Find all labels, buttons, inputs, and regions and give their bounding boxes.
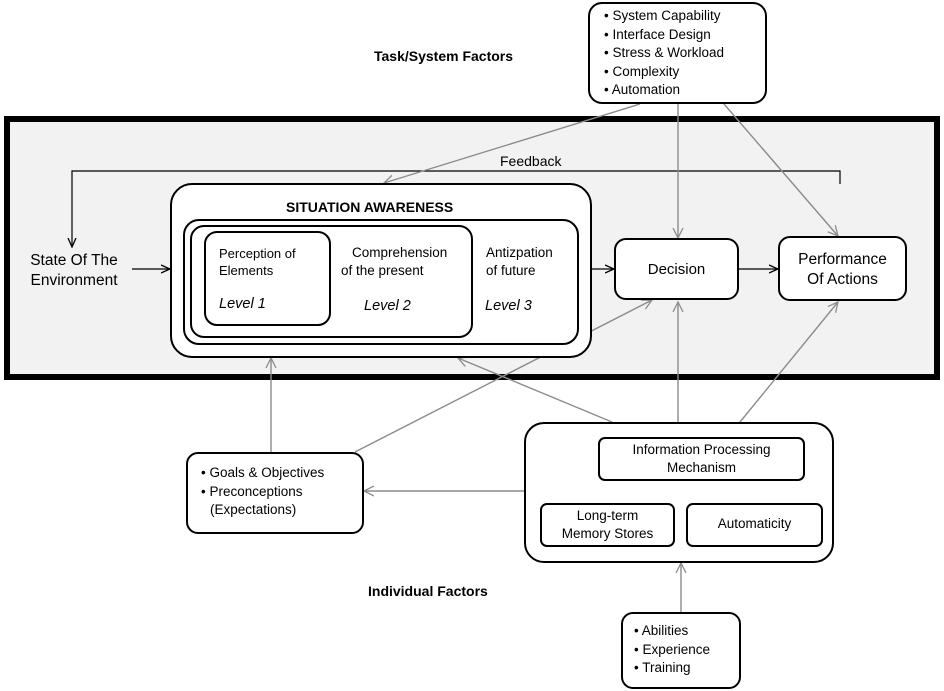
task-factor-item: • Interface Design <box>604 26 711 42</box>
performance-box <box>778 236 907 301</box>
task-factors-list: • System Capability • Interface Design •… <box>604 7 724 100</box>
abilities-item: • Experience <box>634 641 711 657</box>
task-factor-item: • System Capability <box>604 8 721 23</box>
abilities-list: • Abilities • Experience • Training <box>634 622 710 678</box>
goals-to-decision-arrow <box>354 300 652 453</box>
abilities-box <box>621 612 741 689</box>
feedback-arrow <box>72 170 841 247</box>
abilities-item: • Training <box>634 660 691 675</box>
info-processing-label: Information Processing Mechanism <box>632 442 771 475</box>
task-to-performance-arrow <box>723 103 838 236</box>
long-term-memory-label: Long-term Memory Stores <box>561 508 654 541</box>
task-factor-item: • Complexity <box>604 63 680 79</box>
comprehension-label: Comprehension of the present <box>341 245 448 278</box>
projection-label: Antizpation of future <box>486 245 553 278</box>
task-factor-item: • Stress & Workload <box>604 45 725 60</box>
goals-item: (Expectations) <box>210 502 297 517</box>
goals-item: • Goals & Objectives <box>201 465 325 480</box>
goals-list: • Goals & Objectives • Preconceptions (E… <box>201 464 324 520</box>
task-factors-box <box>588 2 767 104</box>
abilities-item: • Abilities <box>634 623 689 638</box>
task-factor-item: • Automation <box>604 82 681 97</box>
situation-awareness-title: SITUATION AWARENESS <box>286 199 454 215</box>
long-term-memory-box <box>540 503 675 547</box>
decision-box <box>614 238 739 300</box>
individual-to-sa-arrow <box>458 358 613 423</box>
level1-box <box>204 231 331 326</box>
state-of-environment-label: State Of The Environment <box>30 252 118 289</box>
feedback-label: Feedback <box>500 153 562 169</box>
level2-label: Level 2 <box>364 298 411 314</box>
decision-label: Decision <box>647 261 706 278</box>
level3-label: Level 3 <box>485 298 532 314</box>
task-to-sa-arrow <box>384 103 641 183</box>
goals-box <box>186 452 364 534</box>
task-system-factors-title: Task/System Factors <box>374 48 514 64</box>
performance-label: Performance Of Actions <box>798 251 887 288</box>
individual-factors-title: Individual Factors <box>368 583 488 599</box>
automaticity-label: Automaticity <box>717 516 792 531</box>
level1-label: Level 1 <box>219 296 266 312</box>
info-processing-box <box>598 437 805 481</box>
individual-to-performance-arrow <box>739 302 838 423</box>
goals-item: • Preconceptions <box>201 483 303 499</box>
perception-label: Perception of Elements <box>219 246 296 278</box>
automaticity-box <box>686 503 823 547</box>
